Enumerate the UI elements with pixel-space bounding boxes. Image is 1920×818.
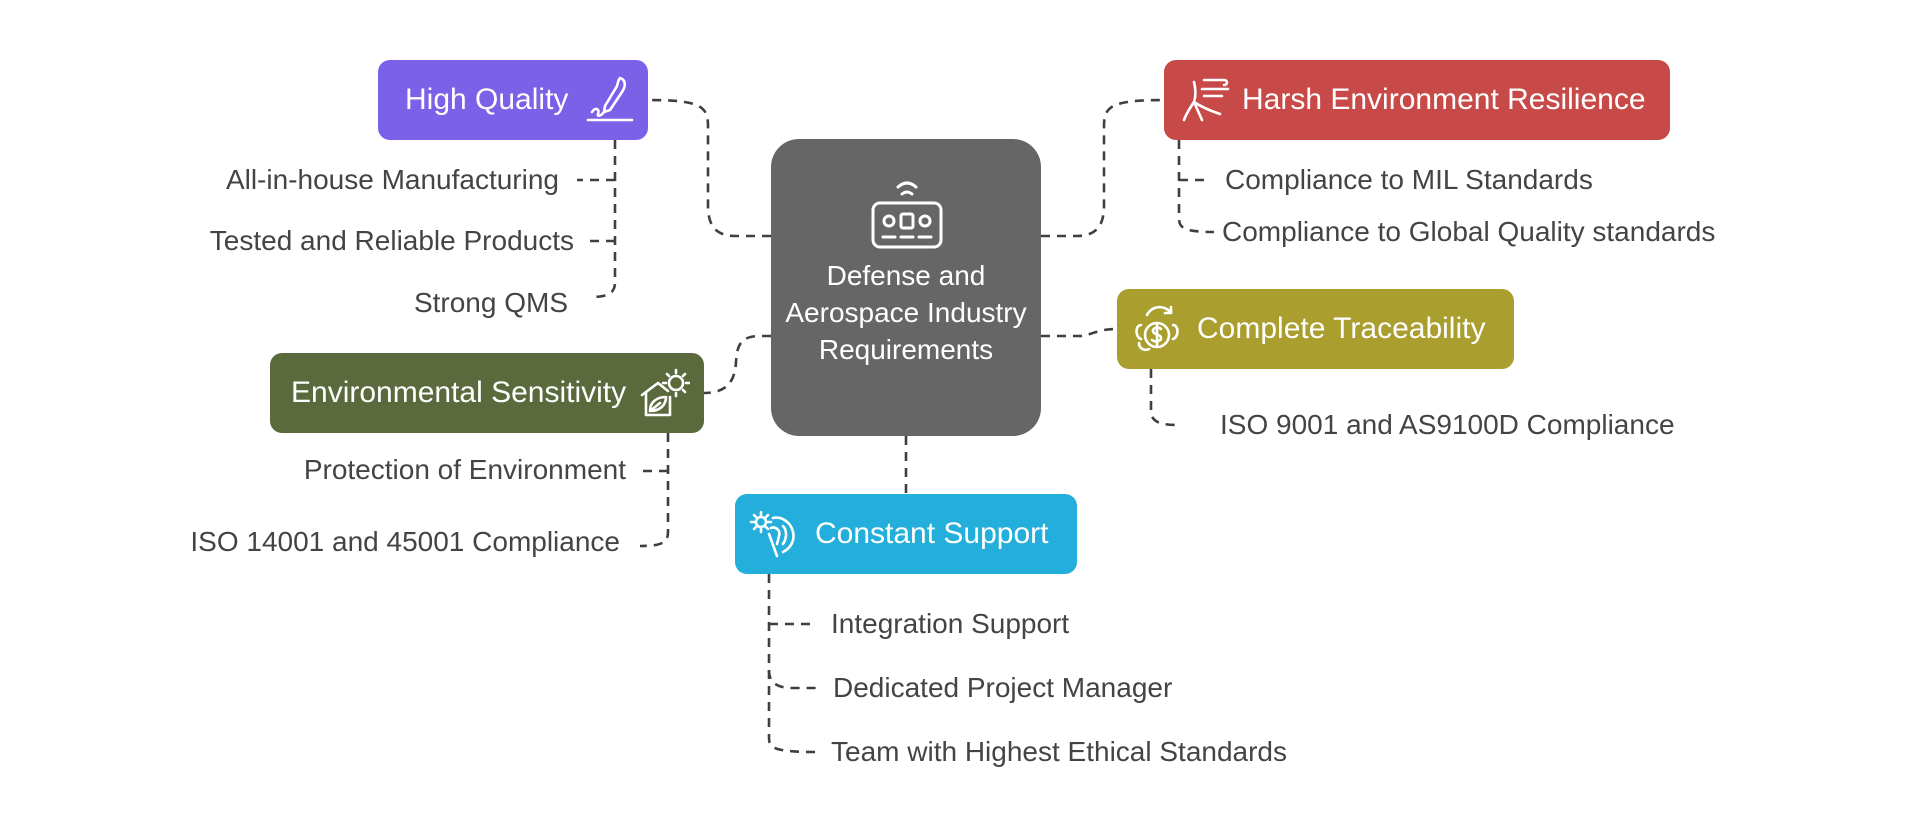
list-item: Compliance to Global Quality standards bbox=[1222, 216, 1716, 247]
connector-traceability-items bbox=[1149, 369, 1179, 427]
connector-environmental-items bbox=[639, 433, 670, 548]
category-constant-support: Constant Support bbox=[735, 494, 1077, 574]
list-item: Protection of Environment bbox=[303, 454, 626, 485]
eco-house-sun-icon bbox=[640, 368, 690, 417]
category-label: Harsh Environment Resilience bbox=[1242, 83, 1646, 116]
list-item: Strong QMS bbox=[413, 287, 568, 318]
connector-support-item-2 bbox=[767, 669, 817, 690]
category-harsh-environment: Harsh Environment Resilience bbox=[1164, 60, 1670, 140]
list-item: ISO 14001 and 45001 Compliance bbox=[190, 526, 620, 557]
list-item: Team with Highest Ethical Standards bbox=[831, 736, 1287, 767]
connector-high-quality-items bbox=[589, 140, 617, 299]
connector-center-high-quality bbox=[647, 98, 771, 238]
category-label: Constant Support bbox=[815, 517, 1049, 550]
control-panel-icon bbox=[871, 181, 943, 249]
category-label: Environmental Sensitivity bbox=[291, 376, 627, 409]
list-item: ISO 9001 and AS9100D Compliance bbox=[1220, 409, 1675, 440]
pen-signature-icon bbox=[586, 76, 634, 122]
list-item: Dedicated Project Manager bbox=[833, 672, 1173, 703]
category-label: High Quality bbox=[405, 83, 569, 116]
connector-center-environmental bbox=[703, 334, 771, 395]
connector-center-harsh-environment bbox=[1041, 98, 1165, 238]
hand-gear-icon bbox=[749, 510, 795, 558]
list-item: All-in-house Manufacturing bbox=[225, 164, 559, 195]
money-cycle-icon bbox=[1135, 305, 1179, 352]
category-complete-traceability: Complete Traceability bbox=[1117, 289, 1514, 369]
center-node: Defense and Aerospace Industry Requireme… bbox=[771, 139, 1041, 436]
connector-harsh-items bbox=[1177, 140, 1215, 234]
connector-support-items bbox=[767, 574, 818, 754]
list-item: Integration Support bbox=[831, 608, 1070, 639]
connector-center-traceability bbox=[1041, 327, 1118, 338]
list-item: Compliance to MIL Standards bbox=[1225, 164, 1593, 195]
list-item: Tested and Reliable Products bbox=[209, 225, 574, 256]
center-title: Defense and Aerospace Industry Requireme… bbox=[785, 260, 1027, 365]
category-environmental-sensitivity: Environmental Sensitivity bbox=[270, 353, 704, 433]
wind-tree-icon bbox=[1182, 78, 1230, 122]
category-label: Complete Traceability bbox=[1197, 312, 1486, 345]
category-high-quality: High Quality bbox=[378, 60, 648, 140]
